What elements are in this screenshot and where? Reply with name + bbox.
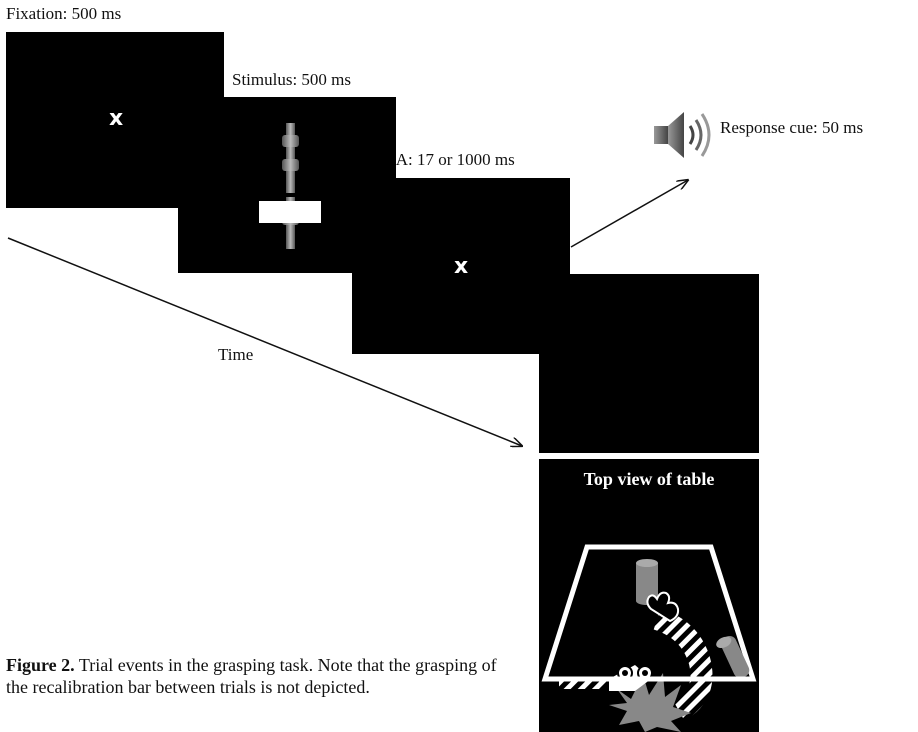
top-view-panel: Top view of table bbox=[539, 459, 759, 732]
time-label: Time bbox=[218, 345, 254, 364]
stimulus-rod-upper bbox=[286, 123, 295, 193]
stimulus-bar bbox=[259, 201, 321, 223]
fixation-label: Fixation: 500 ms bbox=[6, 4, 122, 23]
figure-caption: Figure 2. Trial events in the grasping t… bbox=[6, 654, 506, 698]
top-view-title: Top view of table bbox=[583, 469, 715, 489]
stimulus-image bbox=[259, 123, 321, 249]
response-screen bbox=[539, 274, 759, 453]
caption-prefix: Figure 2. bbox=[6, 655, 75, 675]
soa-screen: x bbox=[352, 178, 570, 354]
response-cue-label: Response cue: 50 ms bbox=[720, 118, 864, 137]
stimulus-label: Stimulus: 500 ms bbox=[232, 70, 352, 89]
soa-cross: x bbox=[454, 254, 469, 279]
recalibration-bar-icon bbox=[716, 635, 750, 679]
table-scene bbox=[541, 544, 757, 732]
arm-icon bbox=[653, 608, 713, 721]
participant-head-icon bbox=[559, 665, 691, 732]
speaker-icon bbox=[654, 112, 711, 158]
fixation-cross: x bbox=[109, 106, 124, 131]
hand-icon bbox=[646, 591, 680, 623]
caption-text: Trial events in the grasping task. Note … bbox=[6, 655, 497, 697]
stimulus-knob bbox=[282, 159, 299, 171]
soa-label: SOA: 17 or 1000 ms bbox=[374, 150, 515, 169]
cue-arrow bbox=[570, 180, 688, 248]
stimulus-knob bbox=[282, 135, 299, 147]
